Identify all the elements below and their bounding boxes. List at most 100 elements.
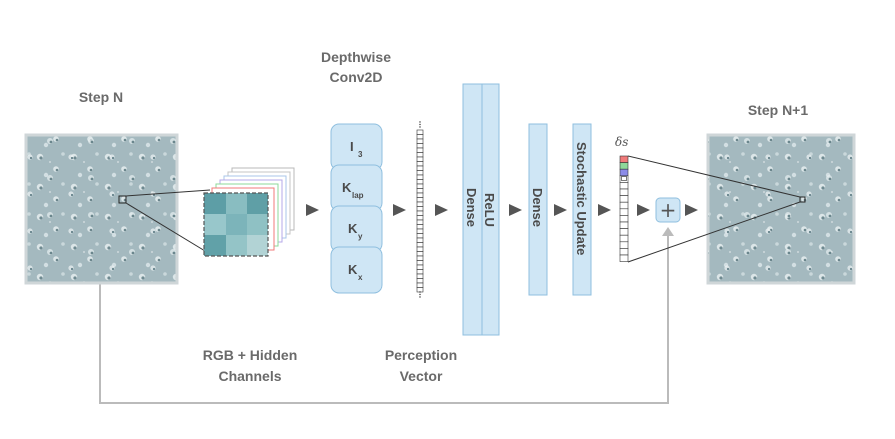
arrow-icon bbox=[509, 204, 522, 216]
rgb-hidden-label-line1: RGB + Hidden bbox=[203, 347, 298, 363]
perception-cell bbox=[416, 165, 424, 171]
arrow-icon bbox=[554, 204, 567, 216]
perception-cell bbox=[416, 143, 424, 149]
step-n1-label: Step N+1 bbox=[748, 102, 809, 118]
dense-layer-1: Dense bbox=[462, 83, 483, 336]
perception-cell bbox=[416, 183, 424, 189]
perception-cell bbox=[416, 251, 424, 257]
perception-cell bbox=[416, 179, 424, 185]
skip-arrowhead-icon bbox=[662, 227, 674, 236]
svg-text:y: y bbox=[358, 232, 363, 241]
delta-cell bbox=[619, 195, 629, 203]
delta-cell bbox=[619, 215, 629, 223]
delta-s-label: δs bbox=[615, 135, 628, 149]
perception-cell bbox=[416, 273, 424, 279]
add-operator: + bbox=[655, 197, 681, 223]
perception-cell bbox=[416, 156, 424, 162]
delta-s-vector bbox=[619, 155, 629, 262]
sample-pixel-marker bbox=[118, 195, 127, 204]
zoom-line-bottom bbox=[125, 202, 211, 255]
perception-cell bbox=[416, 260, 424, 266]
perception-cell bbox=[416, 255, 424, 261]
svg-text:Stochastic Update: Stochastic Update bbox=[574, 142, 589, 255]
svg-text:ReLU: ReLU bbox=[482, 193, 497, 227]
perception-cell bbox=[416, 201, 424, 207]
svg-text:Dense: Dense bbox=[464, 188, 479, 227]
ellipsis-dot bbox=[419, 296, 421, 298]
ellipsis-dot bbox=[419, 121, 421, 123]
perception-cell bbox=[416, 134, 424, 140]
arrow-icon bbox=[685, 204, 698, 216]
perception-cell bbox=[416, 206, 424, 212]
delta-cell bbox=[619, 162, 629, 170]
perception-cell bbox=[416, 246, 424, 252]
perception-cell bbox=[416, 152, 424, 158]
delta-cell bbox=[619, 241, 629, 249]
arrow-icon bbox=[598, 204, 611, 216]
updated-pixel-marker bbox=[799, 196, 806, 203]
svg-text:K: K bbox=[348, 221, 358, 236]
step-n-image bbox=[24, 133, 179, 285]
ellipsis-dot bbox=[419, 293, 421, 296]
arrow-icon bbox=[637, 204, 650, 216]
delta-cell bbox=[619, 182, 629, 190]
arrow-icon bbox=[306, 204, 319, 216]
perception-cell bbox=[416, 129, 424, 135]
delta-cell bbox=[619, 208, 629, 216]
zoom-line-top bbox=[125, 189, 211, 197]
svg-text:I: I bbox=[350, 139, 354, 154]
svg-text:K: K bbox=[348, 262, 358, 277]
perception-cell bbox=[416, 233, 424, 239]
delta-cell bbox=[619, 201, 629, 210]
rgb-hidden-label-line2: Channels bbox=[218, 368, 281, 384]
perception-cell bbox=[416, 264, 424, 270]
delta-cell bbox=[619, 234, 629, 243]
perception-cell bbox=[416, 138, 424, 144]
alpha-marker bbox=[621, 176, 627, 181]
depthwise-label-line1: Depthwise bbox=[321, 49, 391, 65]
ellipsis-dot bbox=[419, 126, 421, 128]
skip-connection-line bbox=[99, 229, 669, 404]
kernel-block-klap: K lap bbox=[330, 164, 383, 212]
perception-label-line1: Perception bbox=[385, 347, 457, 363]
update-line-bottom bbox=[627, 201, 801, 263]
update-line-top bbox=[627, 155, 801, 198]
perception-cell bbox=[416, 188, 424, 194]
perception-cell bbox=[416, 170, 424, 176]
relu-layer: ReLU bbox=[481, 83, 500, 336]
kernel-block-ky: K y bbox=[330, 205, 383, 253]
delta-cell bbox=[619, 188, 629, 196]
rgb-patch-3x3 bbox=[203, 192, 269, 257]
stochastic-update-layer: Stochastic Update bbox=[572, 123, 592, 296]
svg-text:Dense: Dense bbox=[530, 188, 545, 227]
perception-label-line2: Vector bbox=[400, 368, 443, 384]
perception-vector bbox=[416, 121, 424, 298]
ellipsis-dot bbox=[419, 291, 421, 293]
delta-cell bbox=[619, 155, 629, 163]
ellipsis-dot bbox=[419, 123, 421, 126]
perception-cell bbox=[416, 282, 424, 288]
kernel-block-kx: K x bbox=[330, 246, 383, 294]
perception-cell bbox=[416, 219, 424, 225]
delta-cell bbox=[619, 228, 629, 236]
delta-cell bbox=[619, 168, 629, 177]
svg-text:lap: lap bbox=[352, 191, 364, 200]
perception-cell bbox=[416, 269, 424, 275]
arrow-icon bbox=[393, 204, 406, 216]
perception-cell bbox=[416, 197, 424, 203]
perception-cell bbox=[416, 224, 424, 230]
plus-icon: + bbox=[660, 198, 677, 222]
perception-cell bbox=[416, 192, 424, 198]
perception-cell bbox=[416, 237, 424, 243]
perception-cell bbox=[416, 228, 424, 234]
step-n1-image bbox=[706, 133, 856, 285]
svg-text:3: 3 bbox=[358, 150, 363, 159]
perception-cell bbox=[416, 215, 424, 221]
delta-cell bbox=[619, 248, 629, 256]
svg-text:K: K bbox=[342, 180, 352, 195]
perception-cell bbox=[416, 147, 424, 153]
kernel-block-i3: I 3 bbox=[330, 123, 383, 171]
dense-layer-2: Dense bbox=[528, 123, 548, 296]
